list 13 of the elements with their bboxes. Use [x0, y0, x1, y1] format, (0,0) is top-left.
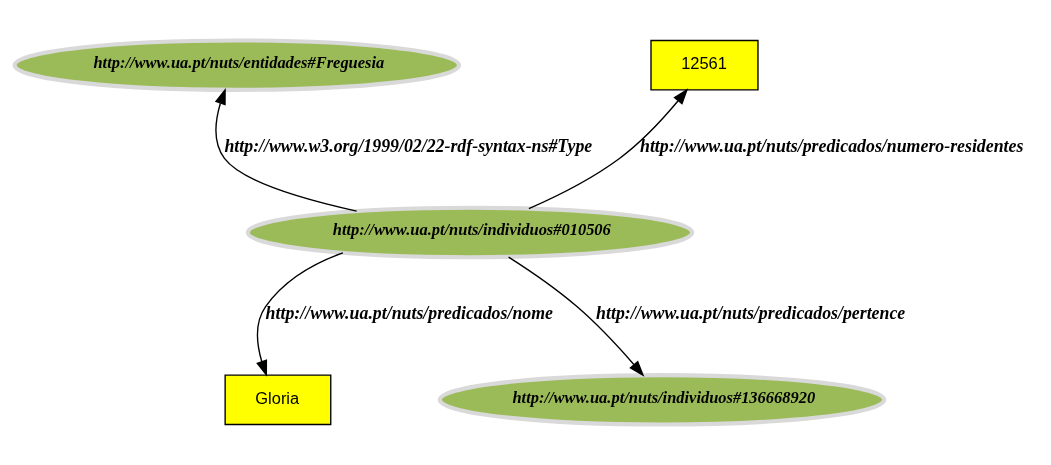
arrow	[256, 252, 344, 377]
node-box: Gloria	[224, 374, 332, 426]
edge-label: http://www.w3.org/1999/02/22-rdf-syntax-ns#Type	[224, 136, 593, 157]
node-ellipse: http://www.ua.pt/nuts/individuos#136668920	[437, 373, 887, 427]
arrow	[507, 256, 645, 377]
node-ellipse: http://www.ua.pt/nuts/entidades#Freguesia	[12, 38, 462, 92]
edge-label: http://www.ua.pt/nuts/predicados/pertence	[596, 303, 906, 324]
edge-label: http://www.ua.pt/nuts/predicados/numero-residentes	[640, 136, 1024, 157]
node-box: 12561	[650, 39, 759, 91]
arrow	[528, 88, 689, 210]
arrow	[214, 88, 358, 212]
edge-label: http://www.ua.pt/nuts/predicados/nome	[265, 303, 553, 324]
node-ellipse: http://www.ua.pt/nuts/individuos#010506	[245, 205, 695, 260]
